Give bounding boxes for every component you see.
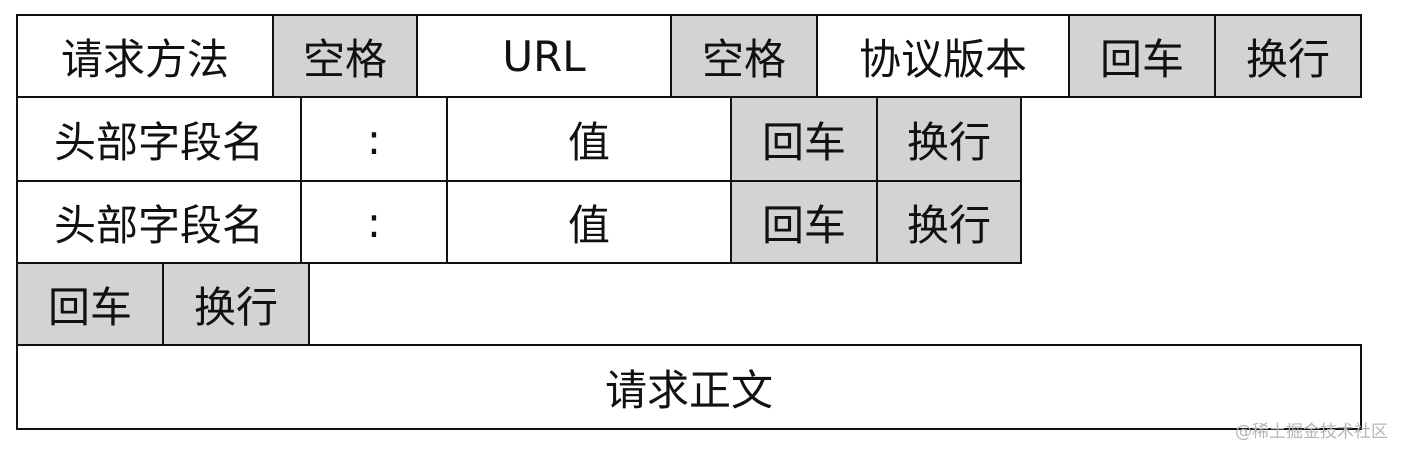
colon-cell: : — [300, 96, 448, 182]
line-feed-cell: 换行 — [876, 96, 1022, 182]
request-body-cell: 请求正文 — [16, 344, 1362, 430]
colon-cell: : — [300, 180, 448, 264]
protocol-version-cell: 协议版本 — [816, 14, 1070, 98]
header-field-name-cell: 头部字段名 — [16, 180, 302, 264]
carriage-return-cell: 回车 — [1068, 14, 1216, 98]
url-cell: URL — [416, 14, 672, 98]
header-value-cell: 值 — [446, 180, 732, 264]
watermark-text: @稀土掘金技术社区 — [1235, 422, 1388, 442]
space-cell: 空格 — [272, 14, 418, 98]
space-cell: 空格 — [670, 14, 818, 98]
line-feed-cell: 换行 — [162, 262, 310, 346]
carriage-return-cell: 回车 — [16, 262, 164, 346]
line-feed-cell: 换行 — [1214, 14, 1362, 98]
header-value-cell: 值 — [446, 96, 732, 182]
carriage-return-cell: 回车 — [730, 180, 878, 264]
request-method-cell: 请求方法 — [16, 14, 274, 98]
header-field-name-cell: 头部字段名 — [16, 96, 302, 182]
line-feed-cell: 换行 — [876, 180, 1022, 264]
carriage-return-cell: 回车 — [730, 96, 878, 182]
